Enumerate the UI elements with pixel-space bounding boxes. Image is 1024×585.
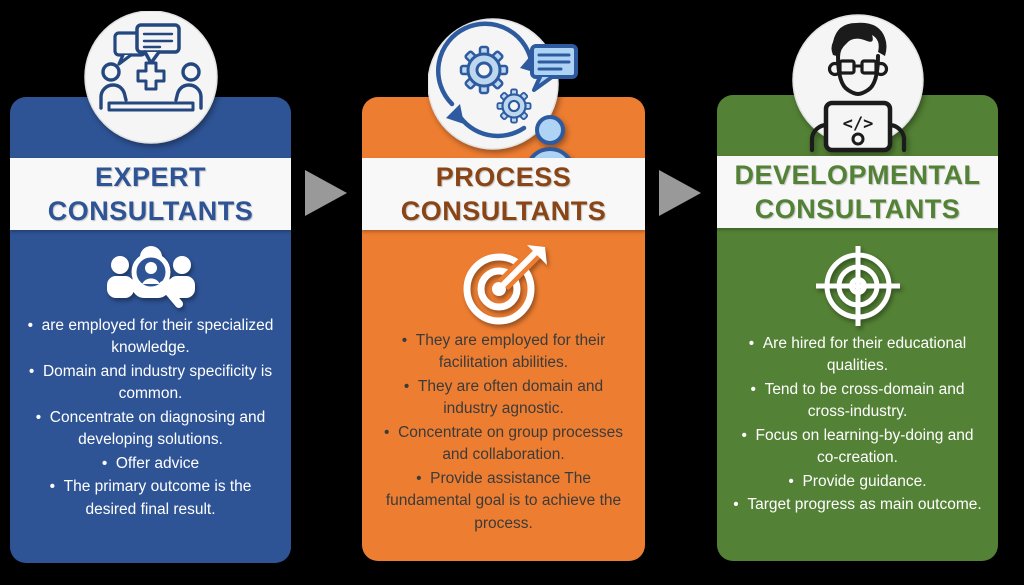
list-item: They are employed for their facilitation… bbox=[376, 330, 631, 375]
flow-arrow-icon bbox=[305, 170, 347, 216]
flow-arrow-icon bbox=[659, 170, 701, 216]
svg-text:</>: </> bbox=[842, 114, 873, 134]
list-item: Tend to be cross-domain and cross-indust… bbox=[731, 379, 984, 424]
card-title-line1: DEVELOPMENTAL bbox=[734, 160, 981, 190]
title-band-process: PROCESS CONSULTANTS bbox=[362, 158, 645, 230]
target-arrow-icon bbox=[463, 245, 547, 325]
list-item: Provide assistance The fundamental goal … bbox=[376, 468, 631, 535]
list-item: Are hired for their educational qualitie… bbox=[731, 333, 984, 378]
bullet-list-process: They are employed for their facilitation… bbox=[362, 330, 645, 536]
card-title-line1: EXPERT bbox=[94, 162, 207, 192]
card-title-line2: CONSULTANTS bbox=[400, 196, 607, 226]
list-item: Concentrate on group processes and colla… bbox=[376, 422, 631, 467]
card-title-line1: PROCESS bbox=[435, 162, 572, 192]
list-item: The primary outcome is the desired final… bbox=[24, 476, 277, 521]
list-item: Concentrate on diagnosing and developing… bbox=[24, 407, 277, 452]
meeting-discussion-icon bbox=[83, 11, 218, 144]
crosshair-target-icon bbox=[815, 246, 900, 326]
card-title-line2: CONSULTANTS bbox=[754, 194, 961, 224]
card-developmental-consultants: </> DEVELOPMENTAL CONSULTANTS Are hired … bbox=[717, 14, 998, 561]
bullet-list-expert: are employed for their specialized knowl… bbox=[10, 315, 291, 522]
list-item: Offer advice bbox=[24, 453, 277, 475]
process-gears-icon bbox=[427, 18, 578, 171]
card-title-line2: CONSULTANTS bbox=[47, 196, 254, 226]
people-search-icon bbox=[106, 246, 195, 308]
list-item: Target progress as main outcome. bbox=[731, 494, 984, 516]
developer-laptop-icon: </> bbox=[791, 14, 924, 153]
list-item: They are often domain and industry agnos… bbox=[376, 376, 631, 421]
title-band-developmental: DEVELOPMENTAL CONSULTANTS bbox=[717, 156, 998, 228]
card-process-consultants: PROCESS CONSULTANTS They are employed fo… bbox=[362, 18, 645, 561]
title-band-expert: EXPERT CONSULTANTS bbox=[10, 158, 291, 230]
list-item: Domain and industry specificity is commo… bbox=[24, 361, 277, 406]
list-item: are employed for their specialized knowl… bbox=[24, 315, 277, 360]
list-item: Provide guidance. bbox=[731, 471, 984, 493]
bullet-list-developmental: Are hired for their educational qualitie… bbox=[717, 333, 998, 518]
list-item: Focus on learning-by-doing and co-creati… bbox=[731, 425, 984, 470]
card-expert-consultants: EXPERT CONSULTANTS are employed for thei… bbox=[10, 11, 291, 563]
